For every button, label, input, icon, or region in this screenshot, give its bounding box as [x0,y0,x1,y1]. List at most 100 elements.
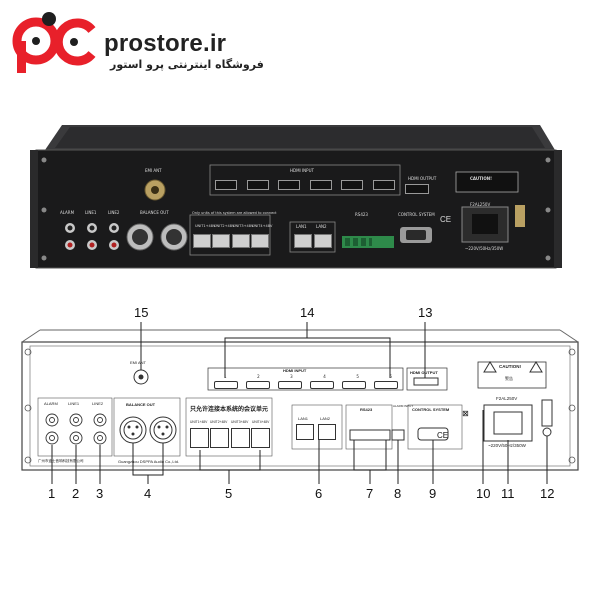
photo-unit-port [193,234,211,248]
photo-lan2-port [314,234,332,248]
diagram-power-label: ~220V/50Hz/350W [488,443,526,448]
diagram-hdmi-port [310,381,334,389]
diagram-line2-label: LINE2 [92,401,104,406]
diagram-hdmi-numbers: 1 2 3 4 5 6 [224,374,392,379]
photo-balance-out-label: BALANCE OUT [140,210,169,215]
hdmi-number: 6 [389,374,392,379]
hdmi-number: 1 [224,374,227,379]
prostore-logo-icon [12,12,96,73]
callout-2: 2 [72,486,80,501]
photo-unit-port [212,234,231,248]
diagram-unit-port [230,428,250,448]
callout-11: 11 [501,486,515,501]
device-rear-photo: CE [30,125,562,269]
diagram-emi-label: EMI ANT [130,360,147,365]
callout-13: 13 [418,305,433,320]
diagram-hdmi-inputs [214,381,398,389]
photo-unit-port-label-1: UNIT1+48V [195,224,216,228]
callout-4: 4 [144,486,152,501]
diagram-hdmi-port [246,381,270,389]
brand-tagline: فروشگاه اینترنتی پرو استور [110,58,264,71]
photo-lan2-label: LAN2 [316,224,327,229]
photo-line1-label: LINE1 [85,210,97,215]
ce-mark: CE [440,215,451,224]
photo-hdmi-port [372,180,395,190]
diagram-control-system-label: CONTROL SYSTEM [412,407,450,412]
photo-power-label: ~220V/50Hz/350W [465,246,504,251]
photo-unit-port-label-3: UNIT3+48V [233,224,254,228]
diagram-lan1-port [296,424,314,440]
photo-unit-port [250,234,269,248]
photo-unit-port [231,234,250,248]
callout-1: 1 [48,486,56,501]
diagram-hdmi-port [342,381,366,389]
photo-unit-port-label-2: UNIT2+48V [214,224,235,228]
ce-mark-diagram: CE [437,431,448,440]
diagram-unit-port [190,428,209,448]
callout-15: 15 [134,305,149,320]
photo-ports-note: Only units of this system are allowed to… [192,211,277,215]
diagram-company: Guangzhou DSPPA Audio Co.,Ltd. [118,459,180,464]
callout-8: 8 [394,486,402,501]
callout-9: 9 [429,486,437,501]
diagram-hdmi-port [278,381,302,389]
hdmi-number: 3 [290,374,293,379]
diagram-cn-units-note: 只允许连接本系统的会议单元 [190,407,269,413]
diagram-fuse-label: F2AL250V [496,396,518,401]
hdmi-number: 5 [356,374,359,379]
callout-7: 7 [366,486,374,501]
diagram-lan2-label: LAN2 [320,416,331,421]
diagram-rs423-label: RS423 [360,407,373,412]
photo-hdmi-inputs [215,180,395,192]
diagram-lan1-label: LAN1 [298,416,309,421]
callout-12: 12 [540,486,555,501]
photo-caution-label: CAUTION! [470,176,492,181]
callout-14: 14 [300,305,315,320]
callout-10: 10 [476,486,491,501]
diagram-hdmi-output-label: HDMI OUTPUT [410,370,438,375]
weee-bin-icon: ⊠ [462,409,469,418]
diagram-hdmi-input-label: HDMI INPUT [283,368,307,373]
diagram-cn-company: 广州市迪士音响科技有限公司 [38,459,84,463]
rear-panel-diagram: CE ⊠ [21,322,579,484]
hdmi-number: 2 [257,374,260,379]
diagram-unit-port-label-4: UNIT4+48V [252,420,270,424]
diagram-line1-label: LINE1 [68,401,80,406]
callout-5: 5 [225,486,233,501]
photo-hdmi-port [309,180,332,190]
diagram-unit-port-label-1: UNIT1+48V [190,420,208,424]
diagram-unit-port-label-3: UNIT3+48V [231,420,249,424]
hdmi-number: 4 [323,374,326,379]
callout-3: 3 [96,486,104,501]
photo-hdmi-output-label: HDMI OUTPUT [408,176,437,181]
diagram-hdmi-port [374,381,398,389]
diagram-alarm-input-label: ALARM INPUT [393,404,414,408]
photo-lan1-label: LAN1 [296,224,307,229]
photo-hdmi-input-label: HDMI INPUT [290,168,314,173]
photo-line2-label: LINE2 [108,210,120,215]
photo-hdmi-port [246,180,269,190]
callout-6: 6 [315,486,323,501]
diagram-alarm-label: ALARM [44,401,58,406]
photo-unit-port-label-4: UNIT4+48V [252,224,273,228]
diagram-caution-label: CAUTION! [499,364,521,369]
photo-control-system-label: CONTROL SYSTEM [398,212,435,217]
diagram-unit-port [250,428,270,448]
photo-emi-label: EMI ANT [145,168,162,173]
photo-hdmi-port [278,180,301,190]
photo-lan1-port [294,234,312,248]
diagram-balance-out-label: BALANCE OUT [126,402,156,407]
photo-hdmi-output-port [405,184,429,194]
photo-fuse-label: F2AL250V [470,202,491,207]
diagram-unit-ports [190,422,270,448]
diagram-warning-cn: 警告 [505,376,513,381]
photo-hdmi-port [215,180,237,190]
diagram-hdmi-port [214,381,238,389]
photo-unit-ports [193,234,269,250]
photo-rs423-label: RS423 [355,212,368,217]
diagram-unit-port [210,428,230,448]
diagram-unit-port-label-2: UNIT2+48V [210,420,228,424]
photo-hdmi-port [341,180,364,190]
brand-name: prostore.ir [104,30,227,57]
diagram-lan2-port [318,424,336,440]
